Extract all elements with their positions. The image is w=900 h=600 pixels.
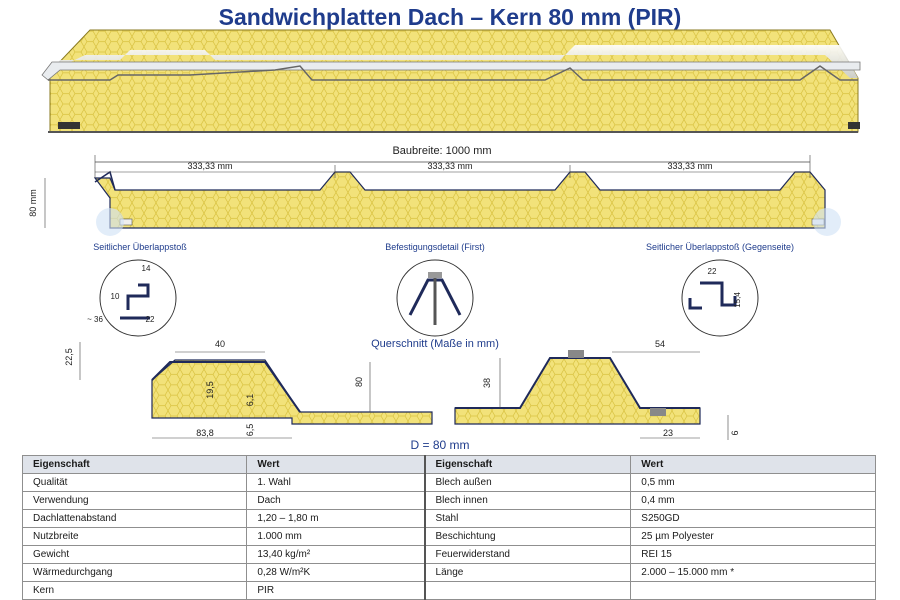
detail-right: 22 15,4 Seitlicher Überlappstoß (Gegense… bbox=[646, 242, 794, 337]
table-cell: Wärmedurchgang bbox=[21, 563, 248, 582]
spec-table: Eigenschaft Wert Eigenschaft Wert Qualit… bbox=[21, 455, 876, 600]
table-cell: 0,28 W/m²K bbox=[246, 563, 426, 582]
table-cell: Blech innen bbox=[424, 491, 632, 510]
table-row: Gewicht 13,40 kg/m² Feuerwiderstand REI … bbox=[21, 545, 876, 564]
xsec-dim-83-8: 83,8 bbox=[196, 428, 214, 438]
table-cell: Kern bbox=[21, 581, 248, 600]
segment-width-3: 333,33 mm bbox=[667, 161, 712, 171]
xsec-dim-6-1: 6,1 bbox=[245, 394, 255, 407]
table-cell: 1.000 mm bbox=[246, 527, 426, 546]
segment-width-1: 333,33 mm bbox=[187, 161, 232, 171]
panel-height-label: 80 mm bbox=[28, 189, 38, 217]
table-cell: Stahl bbox=[424, 509, 632, 528]
table-cell: Länge bbox=[424, 563, 632, 582]
table-header-row: Eigenschaft Wert Eigenschaft Wert bbox=[21, 455, 876, 474]
header-wert-1: Wert bbox=[246, 455, 426, 474]
detail-middle: Befestigungsdetail (First) bbox=[385, 242, 485, 337]
table-cell: 1,20 – 1,80 m bbox=[246, 509, 426, 528]
table-cell: Gewicht bbox=[21, 545, 248, 564]
table-cell bbox=[630, 581, 876, 600]
detail-left-dim-36: ~ 36 bbox=[87, 315, 103, 324]
cross-section-title: Querschnitt (Maße in mm) bbox=[371, 338, 499, 350]
table-cell: 1. Wahl bbox=[246, 473, 426, 492]
xsec-dim-54: 54 bbox=[655, 339, 665, 349]
table-cell: Beschichtung bbox=[424, 527, 632, 546]
xsec-dim-19-5: 19,5 bbox=[205, 381, 215, 399]
core-thickness-label: D = 80 mm bbox=[410, 438, 469, 452]
xsec-dim-38: 38 bbox=[482, 378, 492, 388]
table-cell: Nutzbreite bbox=[21, 527, 248, 546]
detail-left-dim-22: 22 bbox=[146, 315, 155, 324]
baubreite-label: Baubreite: 1000 mm bbox=[392, 145, 491, 157]
xsec-dim-40: 40 bbox=[215, 339, 225, 349]
detail-left: 14 10 ~ 36 22 Seitlicher Überlappstoß bbox=[87, 242, 187, 337]
table-cell: Dach bbox=[246, 491, 426, 510]
table-cell: 0,4 mm bbox=[630, 491, 876, 510]
table-cell: S250GD bbox=[630, 509, 876, 528]
table-cell: 25 µm Polyester bbox=[630, 527, 876, 546]
xsec-dim-22-5: 22,5 bbox=[64, 348, 74, 366]
table-cell: PIR bbox=[246, 581, 426, 600]
header-wert-2: Wert bbox=[630, 455, 876, 474]
table-cell: Feuerwiderstand bbox=[424, 545, 632, 564]
header-eigenschaft-1: Eigenschaft bbox=[21, 455, 248, 474]
table-row: Qualität 1. Wahl Blech außen 0,5 mm bbox=[21, 473, 876, 492]
detail-left-label: Seitlicher Überlappstoß bbox=[93, 242, 187, 252]
table-row: Nutzbreite 1.000 mm Beschichtung 25 µm P… bbox=[21, 527, 876, 546]
technical-drawing: Baubreite: 1000 mm 333,33 mm 333,33 mm 3… bbox=[28, 29, 861, 452]
cross-section: Querschnitt (Maße in mm) 22,5 40 19,5 6,… bbox=[64, 338, 740, 452]
xsec-dim-23: 23 bbox=[663, 428, 673, 438]
header-eigenschaft-2: Eigenschaft bbox=[424, 455, 632, 474]
xsec-dim-6-5: 6,5 bbox=[245, 424, 255, 437]
detail-right-dim-22: 22 bbox=[708, 267, 717, 276]
panel-section-drawing: Baubreite: 1000 mm 333,33 mm 333,33 mm 3… bbox=[28, 145, 841, 236]
detail-right-dim-15-4: 15,4 bbox=[733, 292, 742, 308]
table-cell: Dachlattenabstand bbox=[21, 509, 248, 528]
table-cell: REI 15 bbox=[630, 545, 876, 564]
table-cell: Verwendung bbox=[21, 491, 248, 510]
table-row: Verwendung Dach Blech innen 0,4 mm bbox=[21, 491, 876, 510]
xsec-dim-80: 80 bbox=[354, 377, 364, 387]
xsec-dim-6: 6 bbox=[730, 430, 740, 435]
table-cell: 0,5 mm bbox=[630, 473, 876, 492]
table-cell: 13,40 kg/m² bbox=[246, 545, 426, 564]
table-row: Kern PIR bbox=[21, 581, 876, 600]
segment-width-2: 333,33 mm bbox=[427, 161, 472, 171]
table-cell: Qualität bbox=[21, 473, 248, 492]
table-cell: Blech außen bbox=[424, 473, 632, 492]
panel-3d-illustration bbox=[41, 29, 861, 133]
detail-left-dim-10: 10 bbox=[111, 292, 120, 301]
detail-right-label: Seitlicher Überlappstoß (Gegenseite) bbox=[646, 242, 794, 252]
table-cell: 2.000 – 15.000 mm * bbox=[630, 563, 876, 582]
page-title: Sandwichplatten Dach – Kern 80 mm (PIR) bbox=[218, 4, 682, 30]
table-cell bbox=[424, 581, 632, 600]
detail-left-dim-14: 14 bbox=[142, 264, 151, 273]
table-row: Dachlattenabstand 1,20 – 1,80 m Stahl S2… bbox=[21, 509, 876, 528]
table-row: Wärmedurchgang 0,28 W/m²K Länge 2.000 – … bbox=[21, 563, 876, 582]
detail-middle-label: Befestigungsdetail (First) bbox=[385, 242, 485, 252]
